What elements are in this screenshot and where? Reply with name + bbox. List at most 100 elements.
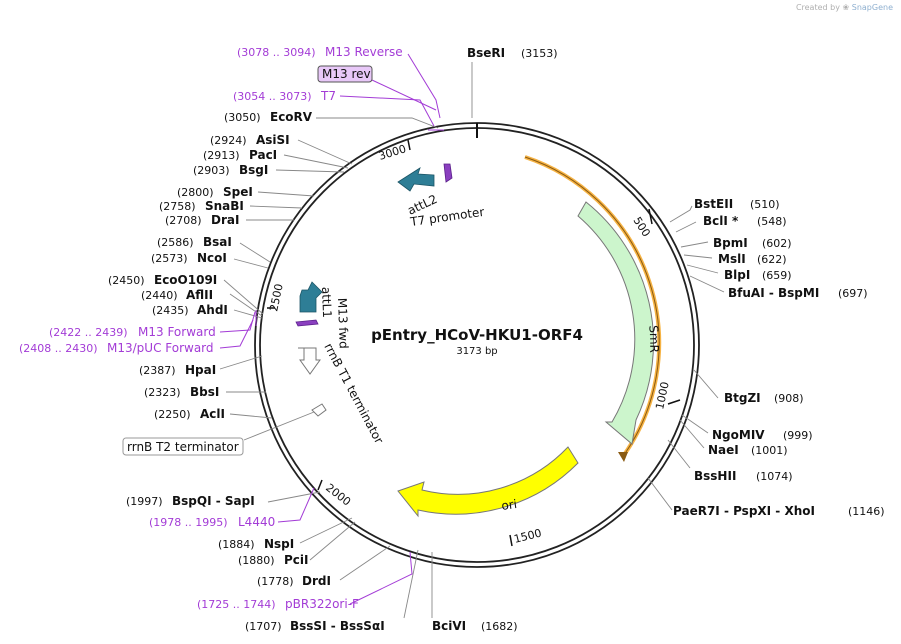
- site-ahdi-name[interactable]: AhdI: [197, 303, 228, 317]
- site-bseri-name[interactable]: BseRI: [467, 46, 505, 60]
- site-ngomiv-name[interactable]: NgoMIV: [712, 428, 765, 442]
- ori-label: ori: [500, 497, 517, 513]
- attl2-feature[interactable]: [397, 167, 435, 192]
- site-asisi-pos: (2924): [210, 134, 247, 147]
- ori-feature[interactable]: [397, 446, 579, 518]
- paci-leader: [283, 154, 349, 169]
- primer-m13-forward-name[interactable]: M13 Forward: [138, 325, 216, 339]
- site-snabi-name[interactable]: SnaBI: [205, 199, 244, 213]
- site-ecorv-name[interactable]: EcoRV: [270, 110, 313, 124]
- tick-1500: 1500: [513, 527, 543, 546]
- attl1-label: attL1: [319, 287, 334, 319]
- site-bsgi-name[interactable]: BsgI: [239, 163, 268, 177]
- rrnb-t2-feature[interactable]: [311, 403, 327, 417]
- tick-mark-2000: [317, 479, 323, 491]
- site-paer7i-name[interactable]: PaeR7I - PspXI - XhoI: [673, 504, 815, 518]
- m13-fwd-label: M13 fwd: [335, 298, 351, 349]
- site-bfuai-name[interactable]: BfuAI - BspMI: [728, 286, 819, 300]
- site-bspqi-name[interactable]: BspQI - SapI: [172, 494, 255, 508]
- site-bsssi-name[interactable]: BssSI - BssSαI: [290, 619, 385, 633]
- site-bcli-name[interactable]: BclI *: [703, 214, 739, 228]
- primer-m13-puc-forward-name[interactable]: M13/pUC Forward: [107, 341, 214, 355]
- m13-rev-label: M13 rev: [322, 67, 371, 81]
- smr-feature[interactable]: [577, 201, 654, 445]
- site-bsai-name[interactable]: BsaI: [203, 235, 232, 249]
- rrnb-t1-feature[interactable]: [298, 347, 321, 375]
- attl1-feature[interactable]: [299, 281, 323, 313]
- bsai-leader: [239, 242, 271, 263]
- site-bbsi-name[interactable]: BbsI: [190, 385, 219, 399]
- site-blpi-name[interactable]: BlpI: [724, 268, 750, 282]
- site-bbsi-pos: (2323): [144, 386, 181, 399]
- primer-m13-reverse-range: (3078 .. 3094): [237, 46, 316, 59]
- tick-mark-1000: [667, 399, 681, 405]
- site-drdi-name[interactable]: DrdI: [302, 574, 331, 588]
- site-nspi-name[interactable]: NspI: [264, 537, 294, 551]
- tick-mark-1500: [509, 534, 513, 547]
- site-bsshii-pos: (1074): [756, 470, 793, 483]
- site-bsshii-name[interactable]: BssHII: [694, 469, 736, 483]
- site-bfuai-pos: (697): [838, 287, 868, 300]
- snabi-leader: [249, 205, 303, 209]
- rrnb-t2-label: rrnB T2 terminator: [127, 440, 239, 454]
- primer-t7-range: (3054 .. 3073): [233, 90, 312, 103]
- m13-rev-box: [317, 65, 373, 83]
- site-hpai-pos: (2387): [139, 364, 176, 377]
- primer-t7-name[interactable]: T7: [320, 89, 336, 103]
- site-aflii-pos: (2440): [141, 289, 178, 302]
- site-bcivi-name[interactable]: BciVI: [432, 619, 466, 633]
- msli-leader: [683, 254, 713, 259]
- primer-m13-reverse-name[interactable]: M13 Reverse: [325, 45, 403, 59]
- site-btgzi-pos: (908): [774, 392, 804, 405]
- tick-500: 500: [630, 215, 652, 240]
- site-bpmi-pos: (602): [762, 237, 792, 250]
- ncoi-leader: [233, 258, 269, 269]
- site-acli-name[interactable]: AclI: [200, 407, 225, 421]
- site-spei-name[interactable]: SpeI: [223, 185, 253, 199]
- site-bsteii-name[interactable]: BstEII: [694, 197, 733, 211]
- primer-m13-forward-range: (2422 .. 2439): [49, 326, 128, 339]
- site-bsssi-pos: (1707): [245, 620, 282, 633]
- t7-promoter-feature[interactable]: [443, 163, 453, 183]
- credit-brand: SnapGene: [851, 3, 893, 12]
- site-naei-name[interactable]: NaeI: [708, 443, 739, 457]
- site-paci-name[interactable]: PacI: [249, 148, 277, 162]
- site-paer7i-pos: (1146): [848, 505, 885, 518]
- bpmi-leader: [680, 241, 709, 248]
- snapgene-credit: Created by ❀ SnapGene: [796, 3, 893, 12]
- site-bpmi-name[interactable]: BpmI: [713, 236, 748, 250]
- l4440-leader: [277, 487, 315, 523]
- site-nspi-pos: (1884): [218, 538, 255, 551]
- site-bspqi-pos: (1997): [126, 495, 163, 508]
- spei-leader: [257, 191, 315, 197]
- site-ncoi-name[interactable]: NcoI: [197, 251, 227, 265]
- orf-highlight-line: [524, 156, 660, 456]
- site-ecoo109i-name[interactable]: EcoO109I: [154, 273, 217, 287]
- m13-reverse-leader: [407, 53, 441, 119]
- naei-leader: [679, 419, 705, 449]
- site-naei-pos: (1001): [751, 444, 788, 457]
- site-ahdi-pos: (2435): [152, 304, 189, 317]
- site-drai-name[interactable]: DraI: [211, 213, 239, 227]
- site-aflii-name[interactable]: AflII: [186, 288, 213, 302]
- bsshii-leader: [667, 439, 691, 469]
- pbr322ori-leader: [349, 551, 413, 605]
- primer-pbr322ori-name[interactable]: pBR322ori-F: [285, 597, 359, 611]
- site-pcii-name[interactable]: PciI: [284, 553, 309, 567]
- m13-fwd-feature[interactable]: [295, 319, 319, 327]
- m13-puc-forward-leader: [219, 319, 254, 349]
- site-asisi-name[interactable]: AsiSI: [256, 133, 290, 147]
- site-hpai-name[interactable]: HpaI: [185, 363, 216, 377]
- site-msli-name[interactable]: MslI: [718, 252, 746, 266]
- primer-leaders: [219, 53, 444, 605]
- ecorv-leader: [316, 117, 439, 129]
- primer-l4440-name[interactable]: L4440: [238, 515, 275, 529]
- rrnb-t2-leader: [243, 411, 315, 441]
- ahdi-leader: [233, 309, 263, 319]
- site-drai-pos: (2708): [165, 214, 202, 227]
- site-bsteii-pos: (510): [750, 198, 780, 211]
- primer-pbr322ori-range: (1725 .. 1744): [197, 598, 276, 611]
- site-btgzi-name[interactable]: BtgZI: [724, 391, 761, 405]
- m13-forward-leader: [219, 311, 256, 333]
